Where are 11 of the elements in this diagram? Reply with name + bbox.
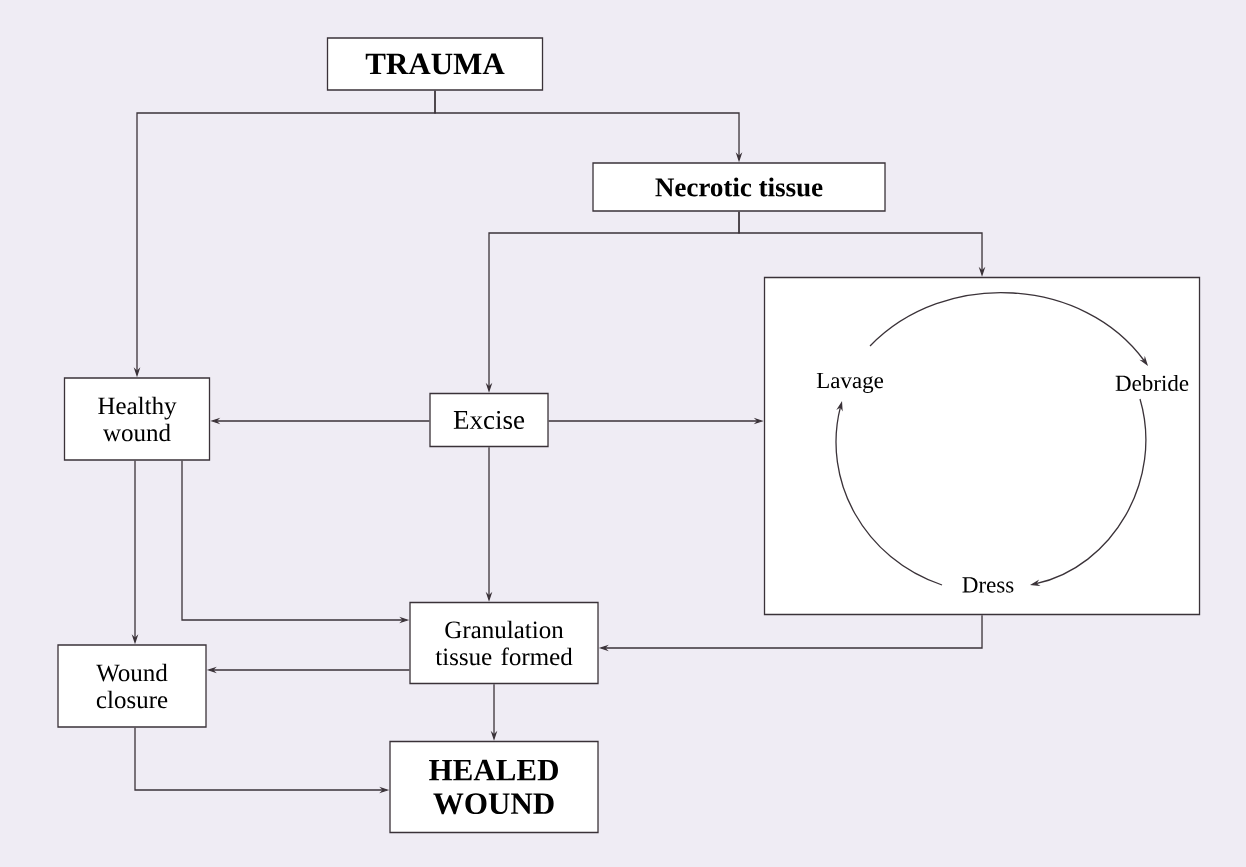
cycle-box [763,276,1201,616]
process-box: Healthy wound [63,377,211,461]
process-box: Necrotic tissue [592,162,886,212]
step-label: Dress [962,577,1014,593]
process-box: TRAUMA [326,37,544,91]
process-box: Wound closure [57,644,207,728]
step-label: Lavage [816,372,884,393]
process-box: Excise [429,392,549,448]
process-box: HEALED WOUND [389,740,599,834]
process-box: Granulation tissue formed [409,601,599,685]
step-label: Debride [1115,374,1189,392]
